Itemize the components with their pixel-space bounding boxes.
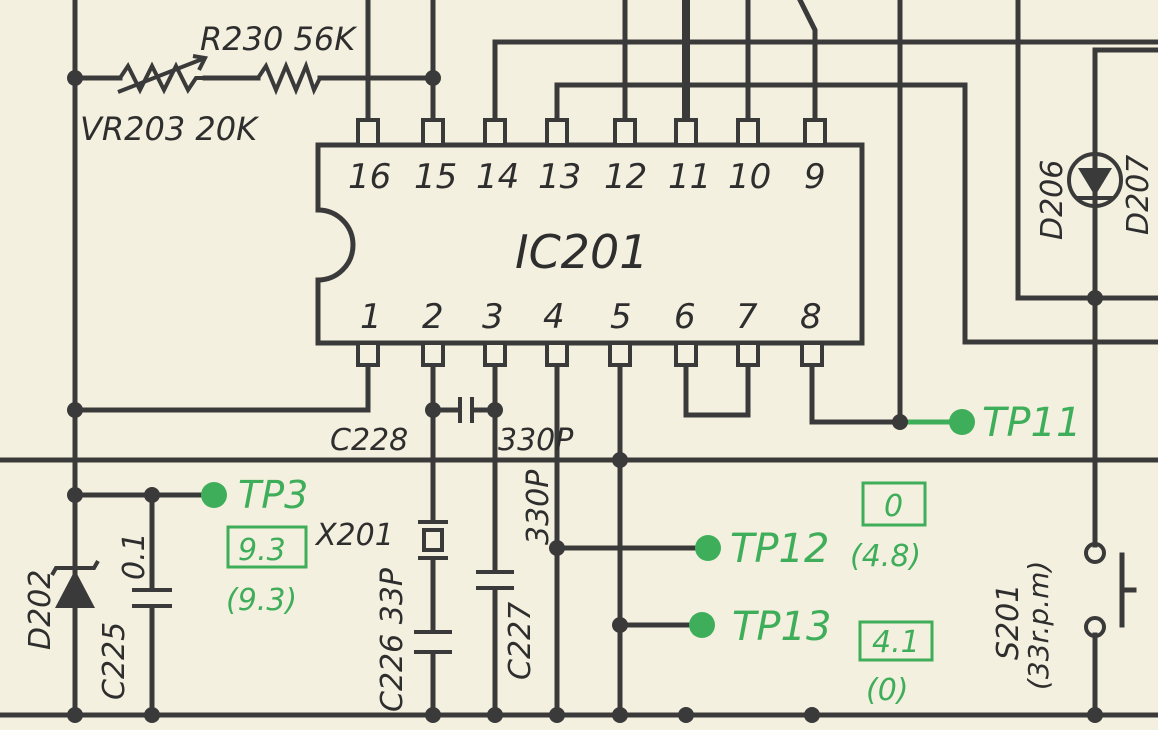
s201-label: S201 — [991, 584, 1026, 660]
testpoint-tp13: TP13 4.1 (0) — [689, 604, 934, 708]
ic-pin-11: 11 — [668, 157, 711, 197]
r230-label: R230 56K — [200, 20, 358, 58]
c225-capacitor: C225 0.1 — [97, 532, 172, 700]
c227-capacitor: C227 330P — [476, 469, 556, 680]
d206-led: D206 D207 — [1035, 152, 1156, 240]
c227-label: C227 — [503, 602, 538, 680]
d206-label: D206 — [1035, 160, 1070, 240]
tp11-label: TP11 — [982, 400, 1081, 446]
d207-label: D207 — [1121, 155, 1156, 235]
c226-label: C226 33P — [375, 567, 410, 712]
vr203-variable-resistor: VR203 20K — [80, 54, 260, 148]
tp12-paren-value: (4.8) — [850, 539, 921, 574]
ic-pin-16: 16 — [348, 157, 391, 197]
ic-pin-3: 3 — [482, 297, 504, 337]
c227-value: 330P — [521, 469, 556, 545]
ic-pin-5: 5 — [610, 297, 632, 337]
d202-label: D202 — [23, 570, 58, 650]
tp12-label: TP12 — [730, 526, 829, 572]
ic-pin-1: 1 — [360, 297, 382, 337]
testpoint-tp3: TP3 9.3 (9.3) — [201, 473, 308, 618]
tp3-label: TP3 — [238, 473, 308, 517]
c225-label: C225 — [97, 622, 132, 700]
ic-pin-7: 7 — [736, 297, 758, 337]
tp3-boxed-value: 9.3 — [238, 533, 286, 568]
x201-crystal: X201 — [314, 518, 448, 560]
ic201: IC201 16 15 14 13 12 11 10 9 1 2 3 4 5 6… — [315, 118, 865, 367]
ic-pin-15: 15 — [414, 157, 457, 197]
c228-capacitor: C228 330P — [330, 397, 574, 458]
ic-pin-13: 13 — [538, 157, 581, 197]
ic-pin-8: 8 — [800, 297, 822, 337]
tp12-boxed-value: 0 — [884, 489, 903, 524]
tp3-paren-value: (9.3) — [226, 583, 297, 618]
tp13-boxed-value: 4.1 — [872, 625, 920, 660]
junction-nodes — [67, 70, 1103, 723]
r230-resistor: R230 56K — [200, 20, 358, 96]
c225-value: 0.1 — [117, 532, 152, 580]
tp13-paren-value: (0) — [866, 673, 909, 708]
c228-label: C228 — [330, 423, 408, 458]
ic-label: IC201 — [515, 225, 649, 279]
vr203-label: VR203 20K — [80, 110, 260, 148]
tp13-label: TP13 — [732, 604, 831, 650]
x201-label: X201 — [314, 518, 394, 553]
s201-note: (33r.p.m) — [1022, 561, 1055, 690]
ic-pin-14: 14 — [476, 157, 519, 197]
ic-pin-4: 4 — [543, 297, 565, 337]
c228-value: 330P — [498, 423, 574, 458]
d202-zener-diode: D202 — [23, 560, 100, 650]
ic-pin-10: 10 — [728, 157, 771, 197]
ic-pin-2: 2 — [422, 297, 444, 337]
ic-pin-6: 6 — [674, 297, 696, 337]
testpoint-tp12: TP12 0 (4.8) — [695, 481, 927, 574]
c226-capacitor: C226 33P — [375, 567, 452, 712]
ic-pin-12: 12 — [604, 157, 647, 197]
s201-switch: S201 (33r.p.m) — [991, 542, 1137, 690]
ic-pin-9: 9 — [804, 157, 826, 197]
testpoint-tp11: TP11 — [949, 400, 1081, 446]
